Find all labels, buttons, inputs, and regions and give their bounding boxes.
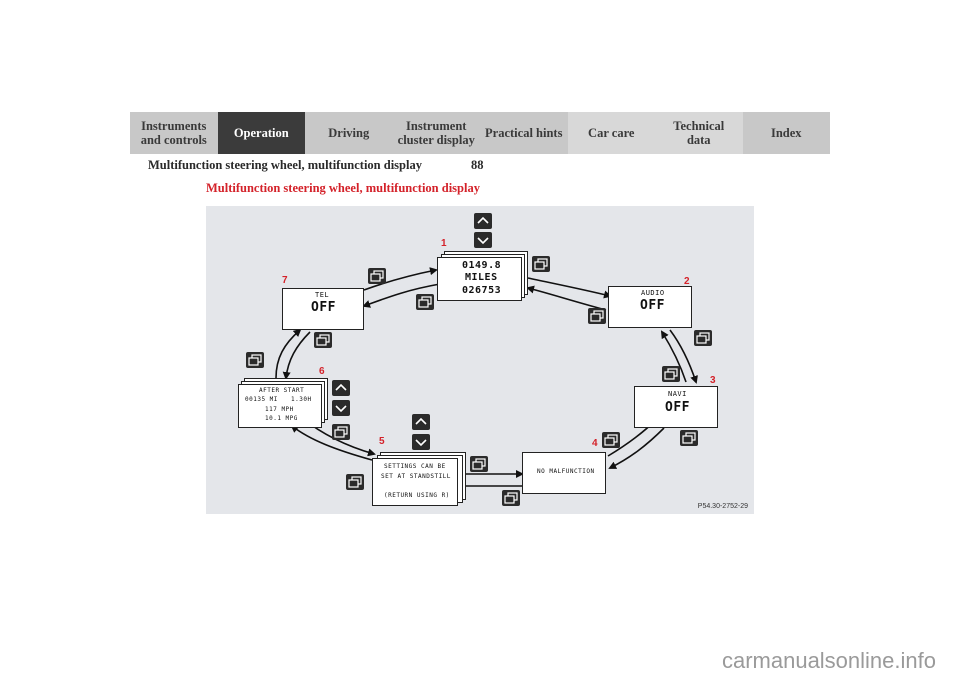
arrow-audio-to-navi	[669, 329, 698, 384]
tel-value: OFF	[311, 300, 336, 315]
after-start-display: AFTER START 00135 MI 1.30H 117 MPH 10.1 …	[238, 384, 322, 428]
arrow-trip-to-tel	[362, 283, 441, 308]
tab-instruments-and-controls[interactable]: Instruments and controls	[130, 112, 218, 154]
callout-1: 1	[441, 238, 447, 249]
audio-display: AUDIO OFF	[608, 286, 692, 328]
page-button-icon	[502, 490, 520, 506]
tel-display: TEL OFF	[282, 288, 364, 330]
arrow-tel-to-afterstart	[282, 331, 311, 380]
audio-label: AUDIO	[641, 289, 665, 297]
trip-line-3: 026753	[462, 285, 502, 296]
callout-4: 4	[592, 438, 598, 449]
after-start-speed: 117 MPH	[265, 406, 294, 413]
page-button-icon	[416, 294, 434, 310]
arrow-navi-to-malfunction	[608, 427, 665, 469]
navi-display: NAVI OFF	[634, 386, 718, 428]
arrow-up-icon	[474, 213, 492, 229]
arrow-down-icon	[412, 434, 430, 450]
page-button-icon	[332, 424, 350, 440]
watermark: carmanualsonline.info	[721, 648, 936, 673]
arrow-down-icon	[332, 400, 350, 416]
page-button-icon	[680, 430, 698, 446]
page-button-icon	[470, 456, 488, 472]
audio-value: OFF	[640, 298, 665, 313]
page-number: 88	[471, 158, 484, 172]
page-button-icon	[532, 256, 550, 272]
malfunction-display: NO MALFUNCTION	[522, 452, 606, 494]
callout-5: 5	[379, 436, 385, 447]
arrow-afterstart-to-tel	[275, 328, 302, 379]
after-start-distance: 00135 MI	[245, 396, 278, 403]
callout-7: 7	[282, 275, 288, 286]
after-start-time: 1.30H	[291, 396, 312, 403]
callout-3: 3	[710, 375, 716, 386]
malfunction-text: NO MALFUNCTION	[537, 468, 595, 475]
arrow-trip-to-audio	[527, 277, 612, 299]
callout-2: 2	[684, 276, 690, 287]
tab-operation[interactable]: Operation	[217, 112, 305, 154]
arrow-audio-to-trip	[526, 285, 607, 311]
page-button-icon	[368, 268, 386, 284]
navi-label: NAVI	[668, 390, 687, 398]
page-button-icon	[694, 330, 712, 346]
after-start-line-1: AFTER START	[259, 387, 305, 394]
figure-code: P54.30-2752-29	[697, 503, 748, 510]
after-start-consumption: 10.1 MPG	[265, 415, 298, 422]
tab-car-care[interactable]: Car care	[567, 112, 655, 154]
arrow-down-icon	[474, 232, 492, 248]
multifunction-display-diagram: 0149.8 MILES 026753 TEL OFF AUDIO OFF NA…	[206, 206, 754, 514]
page-button-icon	[588, 308, 606, 324]
arrow-navi-to-audio	[660, 330, 687, 383]
tel-label: TEL	[315, 291, 330, 299]
tab-instrument-cluster-display[interactable]: Instrument cluster display	[392, 112, 480, 154]
arrow-settings-to-afterstart	[290, 424, 373, 461]
callout-6: 6	[319, 366, 325, 377]
arrow-up-icon	[412, 414, 430, 430]
trip-line-1: 0149.8	[462, 260, 502, 271]
tab-practical-hints[interactable]: Practical hints	[480, 112, 568, 154]
arrow-tel-to-trip	[363, 267, 438, 291]
trip-odometer-display: 0149.8 MILES 026753	[437, 257, 522, 301]
page-button-icon	[346, 474, 364, 490]
running-title: Multifunction steering wheel, multifunct…	[148, 158, 422, 172]
settings-line-2: SET AT STANDSTILL	[381, 473, 451, 480]
tab-technical-data[interactable]: Technical data	[655, 112, 743, 154]
section-title: Multifunction steering wheel, multifunct…	[206, 181, 480, 195]
page-button-icon	[602, 432, 620, 448]
arrow-up-icon	[332, 380, 350, 396]
settings-line-3: (RETURN USING R)	[384, 492, 450, 499]
settings-display: SETTINGS CAN BE SET AT STANDSTILL (RETUR…	[372, 458, 458, 506]
tab-driving[interactable]: Driving	[305, 112, 393, 154]
tab-index[interactable]: Index	[742, 112, 830, 154]
settings-line-1: SETTINGS CAN BE	[384, 463, 446, 470]
page-button-icon	[314, 332, 332, 348]
page-button-icon	[246, 352, 264, 368]
trip-line-2: MILES	[465, 272, 498, 283]
chapter-tabs: Instruments and controls Operation Drivi…	[130, 112, 830, 154]
page-button-icon	[662, 366, 680, 382]
navi-value: OFF	[665, 400, 690, 415]
